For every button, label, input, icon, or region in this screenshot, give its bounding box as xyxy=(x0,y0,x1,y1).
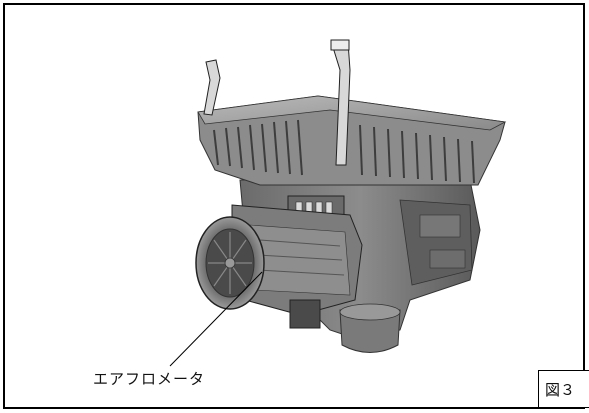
figure-number-badge: 図３ xyxy=(538,370,589,408)
figure-number: 図３ xyxy=(545,380,576,399)
callout-label-air-flow-meter: エアフロメータ xyxy=(93,370,206,388)
callout-leader-line xyxy=(169,271,263,367)
